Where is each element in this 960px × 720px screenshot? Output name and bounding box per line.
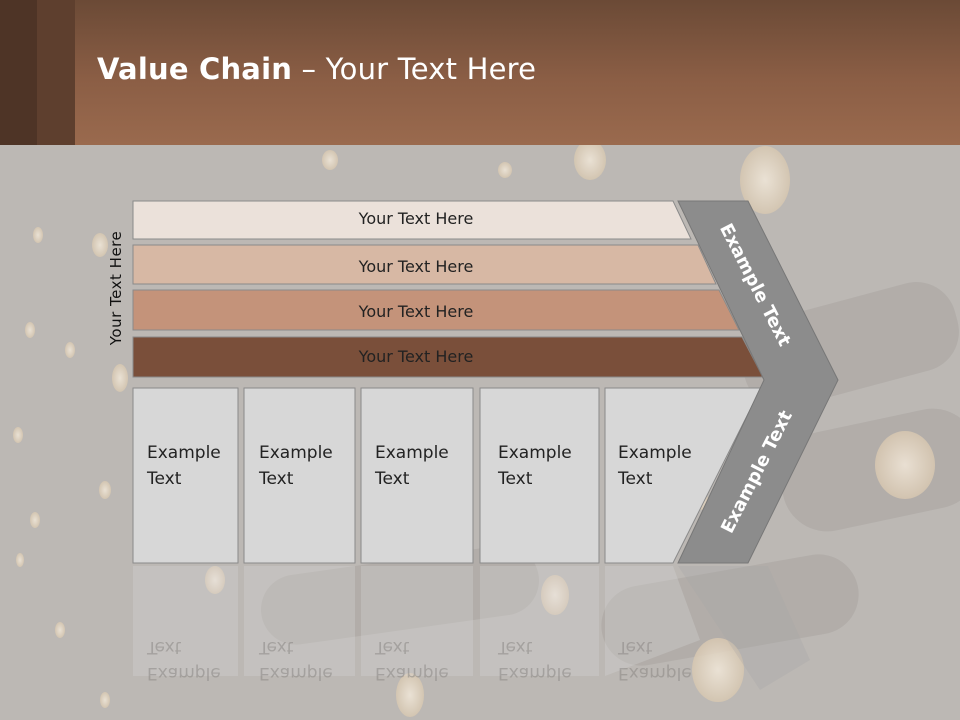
primary-column-4-reflection: Example Text	[498, 637, 572, 683]
slide-title: Value Chain – Your Text Here	[97, 52, 536, 86]
column-reflections	[133, 566, 810, 690]
primary-column-5-reflection: Example Text	[618, 637, 692, 683]
header-accent-stripe	[37, 0, 75, 145]
title-rest: – Your Text Here	[292, 52, 537, 86]
header-accent-stripe	[0, 0, 37, 145]
support-bar-3-label: Your Text Here	[358, 302, 474, 321]
primary-column-5	[604, 387, 762, 564]
margin-chevron-arrow	[677, 200, 839, 564]
support-bar-3	[132, 289, 740, 331]
primary-column-1-reflection: Example Text	[147, 637, 221, 683]
primary-column-2	[243, 387, 356, 564]
primary-column-3	[360, 387, 474, 564]
primary-column-2-label: Example Text	[259, 443, 333, 489]
primary-column-3-label: Example Text	[375, 443, 449, 489]
support-bar-2-label: Your Text Here	[358, 257, 474, 276]
title-bar	[0, 0, 960, 145]
support-bar-1-label: Your Text Here	[358, 209, 474, 228]
primary-column-1-label: Example Text	[147, 443, 221, 489]
primary-column-2-reflection: Example Text	[259, 637, 333, 683]
primary-column-5-label: Example Text	[618, 443, 692, 489]
primary-column-1	[132, 387, 239, 564]
support-bar-2	[132, 244, 717, 285]
title-bold: Value Chain	[97, 52, 293, 86]
primary-column-4-label: Example Text	[498, 443, 572, 489]
support-bar-4-label: Your Text Here	[358, 347, 474, 366]
primary-column-4	[479, 387, 600, 564]
primary-column-3-reflection: Example Text	[375, 637, 449, 683]
support-bar-1	[132, 200, 692, 240]
